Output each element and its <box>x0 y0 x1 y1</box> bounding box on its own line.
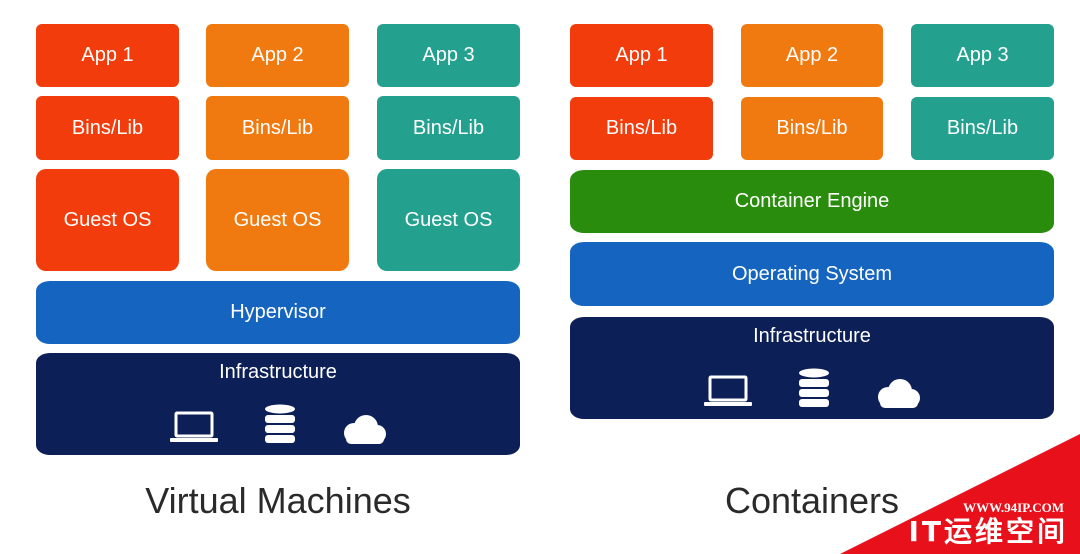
containers-caption: Containers <box>724 480 900 521</box>
vm-app-2: App 2 <box>206 24 349 87</box>
vm-guest-os-1: Guest OS <box>36 169 179 271</box>
container-app-3: App 3 <box>911 24 1054 87</box>
laptop-icon <box>168 410 220 444</box>
watermark-name: IT运维空间 <box>908 515 1068 548</box>
laptop-icon <box>702 374 754 408</box>
vm-app-3: App 3 <box>377 24 520 87</box>
container-infrastructure-label: Infrastructure <box>753 325 871 347</box>
vm-app-1: App 1 <box>36 24 179 87</box>
operating-system-layer: Operating System <box>570 242 1054 306</box>
database-icon <box>264 404 296 444</box>
hypervisor-layer: Hypervisor <box>36 281 520 344</box>
database-icon <box>798 368 830 408</box>
container-bins-lib-1: Bins/Lib <box>570 97 713 160</box>
vm-guest-os-2: Guest OS <box>206 169 349 271</box>
vm-infrastructure-label: Infrastructure <box>219 361 337 383</box>
vm-bins-lib-2: Bins/Lib <box>206 96 349 160</box>
vm-infrastructure-layer: Infrastructure <box>36 353 520 455</box>
container-bins-lib-2: Bins/Lib <box>741 97 883 160</box>
container-infrastructure-icons <box>702 368 922 408</box>
vm-bins-lib-3: Bins/Lib <box>377 96 520 160</box>
container-bins-lib-3: Bins/Lib <box>911 97 1054 160</box>
vm-caption: Virtual Machines <box>145 480 411 521</box>
cloud-icon <box>874 378 922 408</box>
vm-guest-os-3: Guest OS <box>377 169 520 271</box>
vm-bins-lib-1: Bins/Lib <box>36 96 179 160</box>
container-app-1: App 1 <box>570 24 713 87</box>
watermark-url: WWW.94IP.COM <box>963 500 1064 515</box>
container-infrastructure-layer: Infrastructure <box>570 317 1054 419</box>
container-engine-layer: Container Engine <box>570 170 1054 233</box>
cloud-icon <box>340 414 388 444</box>
vm-infrastructure-icons <box>168 404 388 444</box>
watermark-corner <box>840 434 1080 554</box>
container-app-2: App 2 <box>741 24 883 87</box>
